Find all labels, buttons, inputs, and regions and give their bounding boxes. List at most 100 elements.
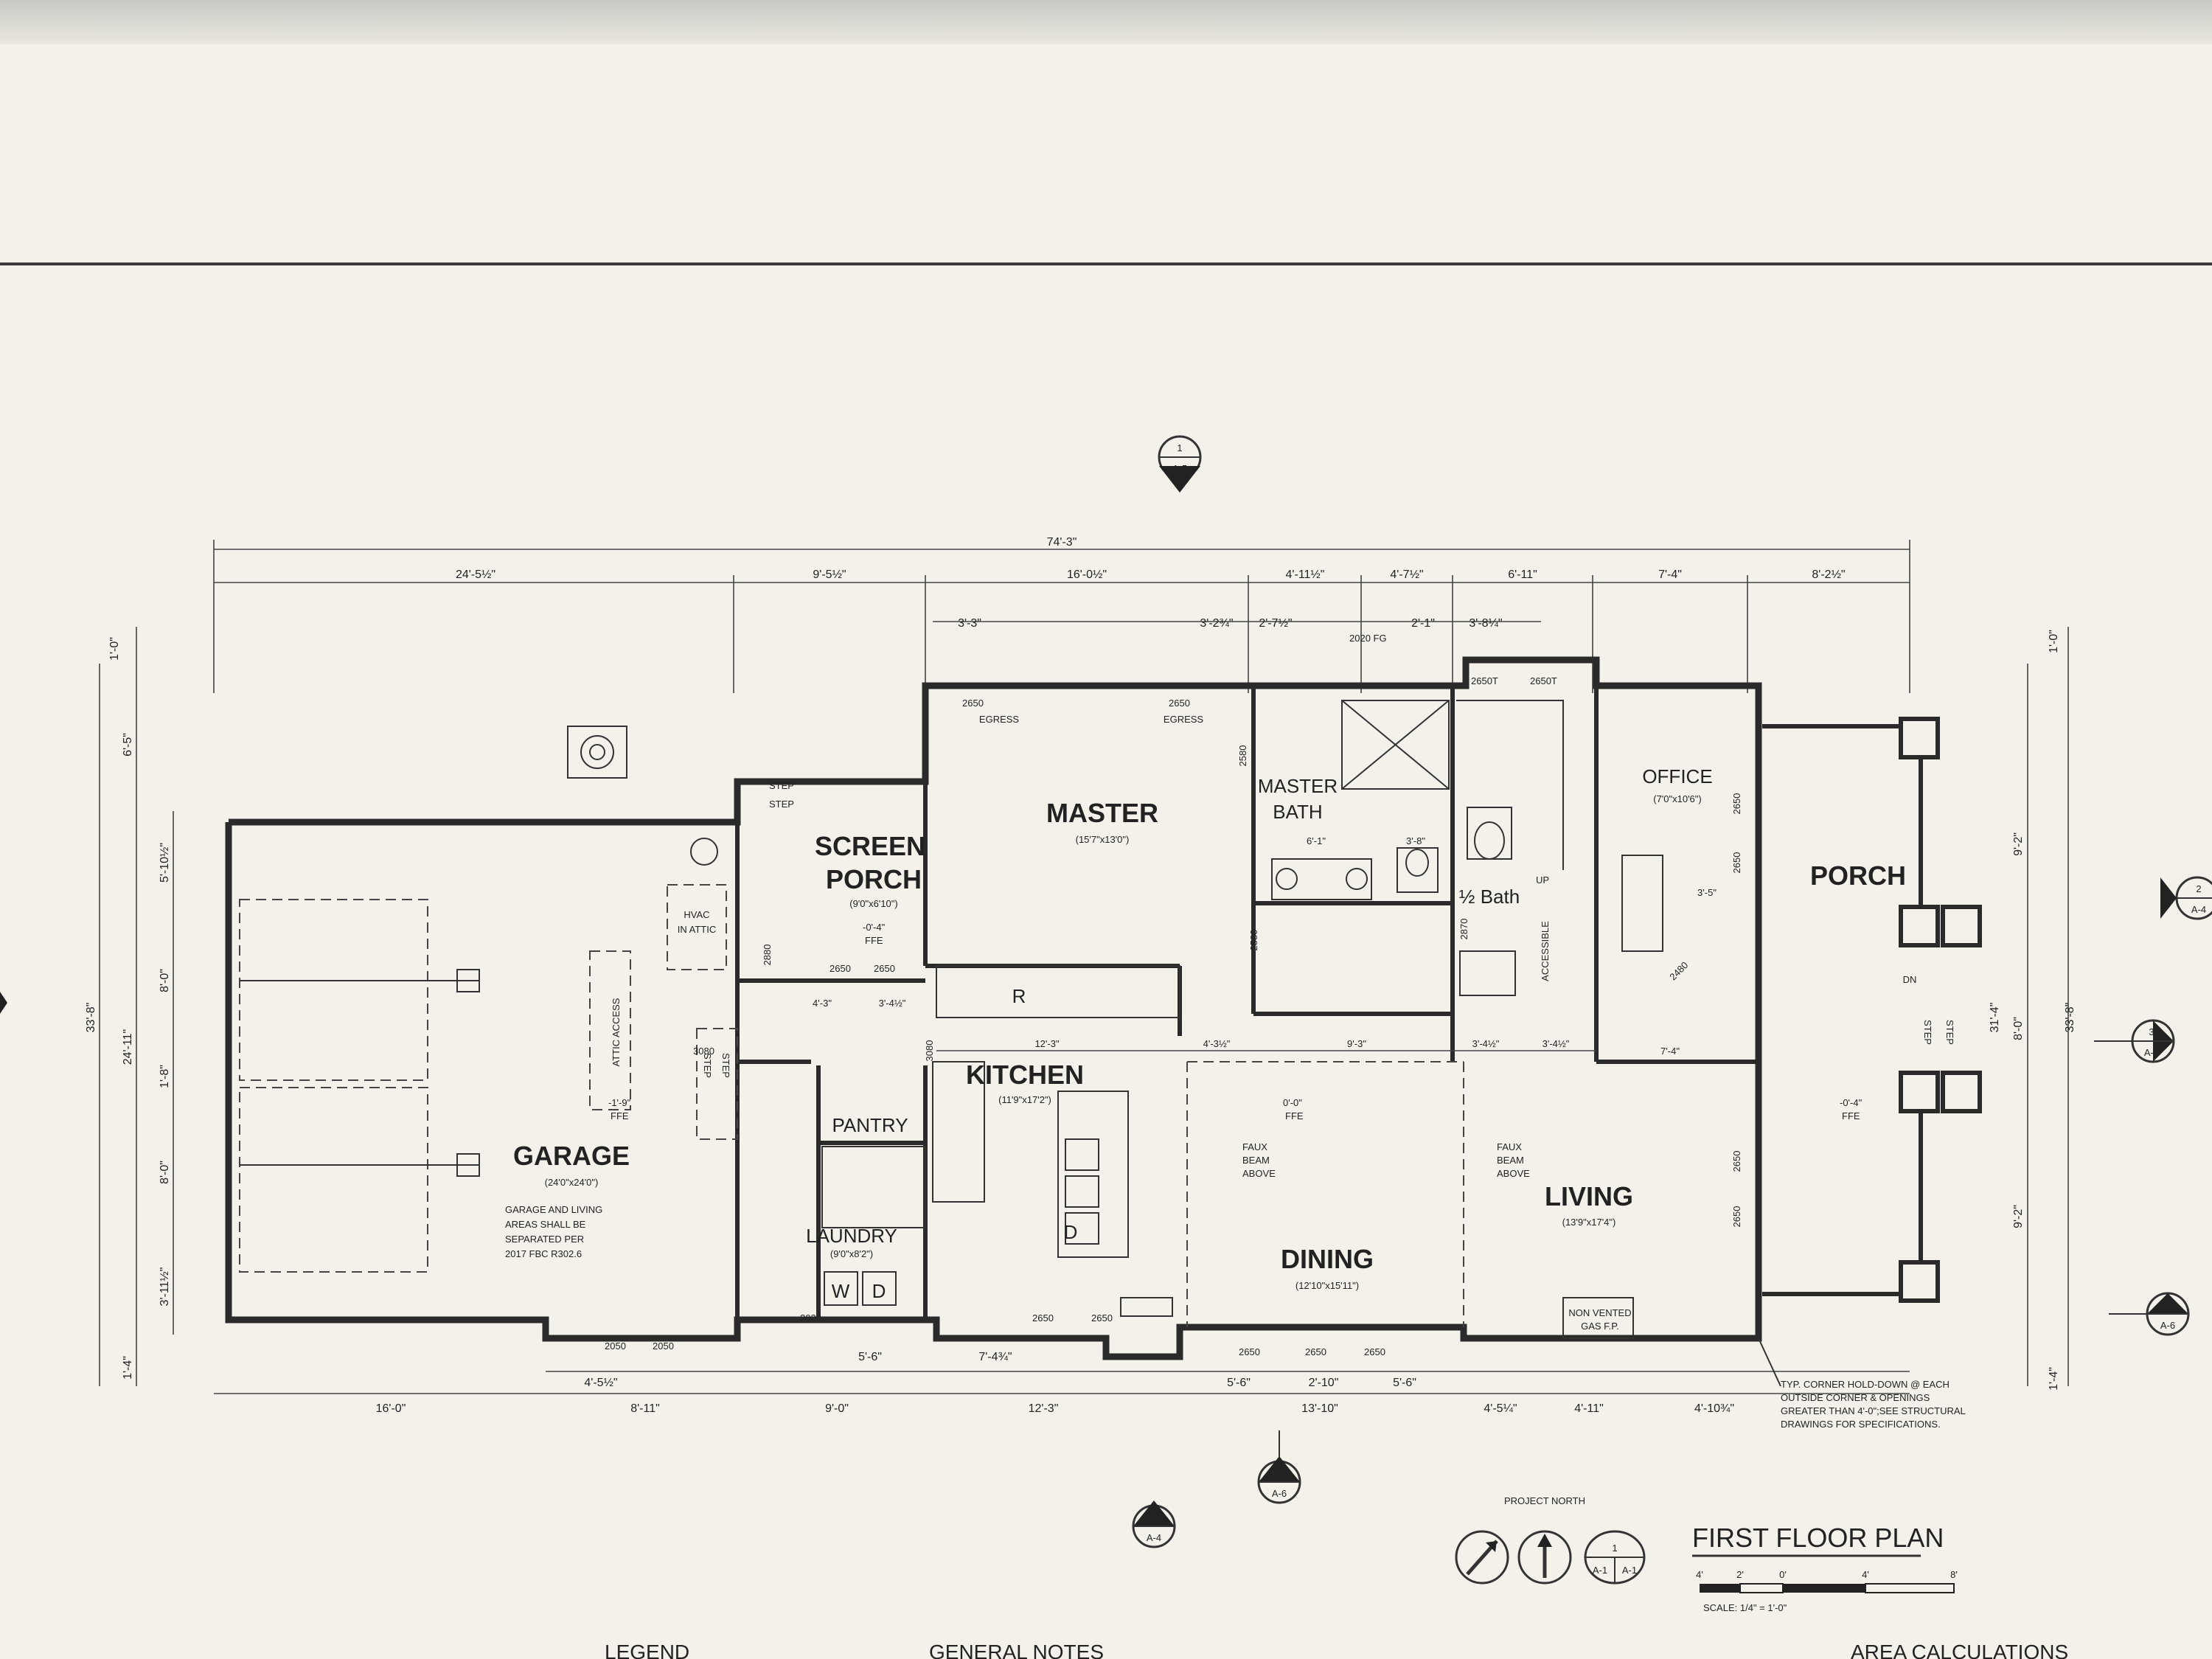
hvac-label-2: IN ATTIC <box>678 924 716 935</box>
dining-size: (12'10"x15'11") <box>1295 1280 1359 1291</box>
bottom-dimensions: 16'-0" 8'-11" 9'-0" 12'-3" 13'-10" 4'-5¼… <box>214 1351 1910 1415</box>
dim-left-h: 3'-11½" <box>159 1267 171 1307</box>
screen-porch-size: (9'0"x6'10") <box>849 898 898 909</box>
footer-headings: LEGEND GENERAL NOTES AREA CALCULATIONS <box>605 1641 2068 1659</box>
marker-r1-num: 2 <box>2196 883 2201 894</box>
dim-top2-d: 2'-1" <box>1411 617 1435 630</box>
typ-note-3: GREATER THAN 4'-0";SEE STRUCTURAL <box>1781 1405 1966 1416</box>
window-2650-11: 2650 <box>1731 852 1742 874</box>
section-marker-right-1: 2 A-4 <box>2160 876 2212 920</box>
gas-fp-label-1: NON VENTED <box>1568 1307 1631 1318</box>
title-marker-num: 1 <box>1612 1543 1617 1554</box>
plan-title: FIRST FLOOR PLAN <box>1692 1523 1944 1553</box>
office-label: OFFICE <box>1642 765 1712 787</box>
dim-left-g: 8'-0" <box>159 1161 171 1184</box>
dim-bottom-e: 13'-10" <box>1301 1402 1338 1415</box>
kitchen-furniture <box>821 700 1663 1339</box>
door-2580-1: 2580 <box>1248 930 1259 951</box>
dim-inner-a: 12'-3" <box>1034 1038 1060 1049</box>
marker-b1-sheet: A-6 <box>1272 1488 1287 1499</box>
area-calc-heading: AREA CALCULATIONS <box>1851 1641 2068 1659</box>
window-2650-8: 2650 <box>1305 1346 1326 1357</box>
porch-label: PORCH <box>1810 860 1906 891</box>
faux-beam-right-1: FAUX <box>1497 1141 1522 1152</box>
ffe-dining-label: FFE <box>1285 1110 1304 1121</box>
screen-porch-label-2: PORCH <box>826 864 922 894</box>
dim-bottom2-d: 5'-6" <box>1227 1377 1251 1389</box>
window-2020fg: 2020 FG <box>1349 633 1387 644</box>
ffe-front-value: -0'-4" <box>1840 1097 1863 1108</box>
scale-tick-1: 4' <box>1696 1569 1703 1580</box>
window-2650-7: 2650 <box>1239 1346 1260 1357</box>
typ-note-4: DRAWINGS FOR SPECIFICATIONS. <box>1781 1419 1941 1430</box>
dim-inner-i: 6'-1" <box>1307 835 1326 846</box>
dim-bottom-f: 4'-5¼" <box>1484 1402 1517 1415</box>
scale-label: SCALE: 1/4" = 1'-0" <box>1703 1602 1787 1613</box>
ffe-porch-label: FFE <box>865 935 883 946</box>
garage-note-4: 2017 FBC R302.6 <box>505 1248 582 1259</box>
marker-b1-num: 2 <box>1276 1467 1281 1478</box>
garage-note-1: GARAGE AND LIVING <box>505 1204 602 1215</box>
dim-left-c: 5'-10½" <box>159 843 171 883</box>
step-label-4: STEP <box>720 1053 731 1078</box>
dim-inner-f: 7'-4" <box>1660 1046 1680 1057</box>
marker-top-num: 1 <box>1177 442 1182 453</box>
pantry-label: PANTRY <box>832 1114 908 1136</box>
dim-top2-e: 3'-8¼" <box>1469 617 1502 630</box>
kitchen-label: KITCHEN <box>966 1060 1084 1090</box>
dim-bottom-d: 12'-3" <box>1029 1402 1059 1415</box>
dim-inner-e: 3'-4½" <box>1543 1038 1570 1049</box>
dim-top-8: 8'-2½" <box>1812 568 1845 581</box>
right-dimensions: 33'-8" 1'-0" 9'-2" 31'-4" 8'-0" 9'-2" 1'… <box>1989 627 2076 1391</box>
scale-tick-2: 2' <box>1736 1569 1744 1580</box>
dim-overall-top: 74'-3" <box>1047 536 1077 549</box>
living-size: (13'9"x17'4") <box>1562 1217 1616 1228</box>
hvac-label-1: HVAC <box>684 909 709 920</box>
ffe-garage-label: FFE <box>611 1110 629 1121</box>
dim-top2-c: 2'-7½" <box>1259 617 1292 630</box>
dim-inner-k: 3'-5" <box>1697 887 1717 898</box>
faux-beam-left-3: ABOVE <box>1242 1168 1276 1179</box>
dim-left-e: 1'-8" <box>159 1065 171 1088</box>
step-label-1: STEP <box>769 780 794 791</box>
up-label: UP <box>1536 874 1549 886</box>
dim-bottom-b: 8'-11" <box>630 1402 660 1415</box>
marker-r2-sheet: A-6 <box>2144 1047 2159 1058</box>
dim-right-b: 9'-2" <box>2012 832 2025 856</box>
screen-porch-label-1: SCREEN <box>815 831 925 861</box>
left-dimensions: 33'-8" 1'-0" 6'-5" 5'-10½" 8'-0" 1'-8" 2… <box>85 627 174 1386</box>
ffe-dining-value: 0'-0" <box>1283 1097 1302 1108</box>
window-tags: 2650 2650 2650T 2650T 2020 FG 2650 2650 … <box>605 633 1742 1357</box>
garage-label: GARAGE <box>513 1141 630 1171</box>
dim-inner-h: 3'-4½" <box>879 998 906 1009</box>
window-2650-2: 2650 <box>1169 698 1190 709</box>
garage-door-tracks <box>239 726 738 1273</box>
dim-right-c: 31'-4" <box>1989 1003 2001 1033</box>
dim-bottom2-b: 5'-6" <box>858 1351 882 1363</box>
marker-b2-num: 1 <box>1151 1512 1156 1523</box>
section-marker-right-3: 1 A-6 <box>2109 1292 2190 1336</box>
misc-labels: HVAC IN ATTIC ATTIC ACCESS FAUX BEAM ABO… <box>608 714 1955 1332</box>
dim-top-7: 7'-4" <box>1658 568 1682 581</box>
window-2650-12: 2650 <box>1731 1151 1742 1172</box>
dim-left-b: 6'-5" <box>122 733 134 757</box>
door-2580-2: 2580 <box>1237 745 1248 767</box>
window-2650t-2: 2650T <box>1530 675 1557 686</box>
dim-left-a: 1'-0" <box>108 637 121 661</box>
faux-beam-right-2: BEAM <box>1497 1155 1524 1166</box>
dim-top2-a: 3'-3" <box>958 617 981 630</box>
gas-fp-label-2: GAS F.P. <box>1581 1321 1619 1332</box>
window-2050-1: 2050 <box>605 1340 626 1352</box>
dining-label: DINING <box>1281 1244 1374 1274</box>
inner-dimensions: 12'-3" 4'-3½" 9'-3" 3'-4½" 3'-4½" 7'-4" … <box>813 835 1717 1057</box>
dim-inner-d: 3'-4½" <box>1472 1038 1500 1049</box>
step-label-3: STEP <box>702 1053 713 1078</box>
window-2650-3: 2650 <box>830 963 851 974</box>
section-marker-right-2: 3 A-6 <box>2094 1019 2175 1063</box>
dim-right-a: 1'-0" <box>2048 630 2060 653</box>
window-2650-13: 2650 <box>1731 1206 1742 1228</box>
dim-bottom-c: 9'-0" <box>825 1402 849 1415</box>
dim-right-overall: 33'-8" <box>2064 1003 2076 1033</box>
dn-label: DN <box>1903 974 1917 985</box>
